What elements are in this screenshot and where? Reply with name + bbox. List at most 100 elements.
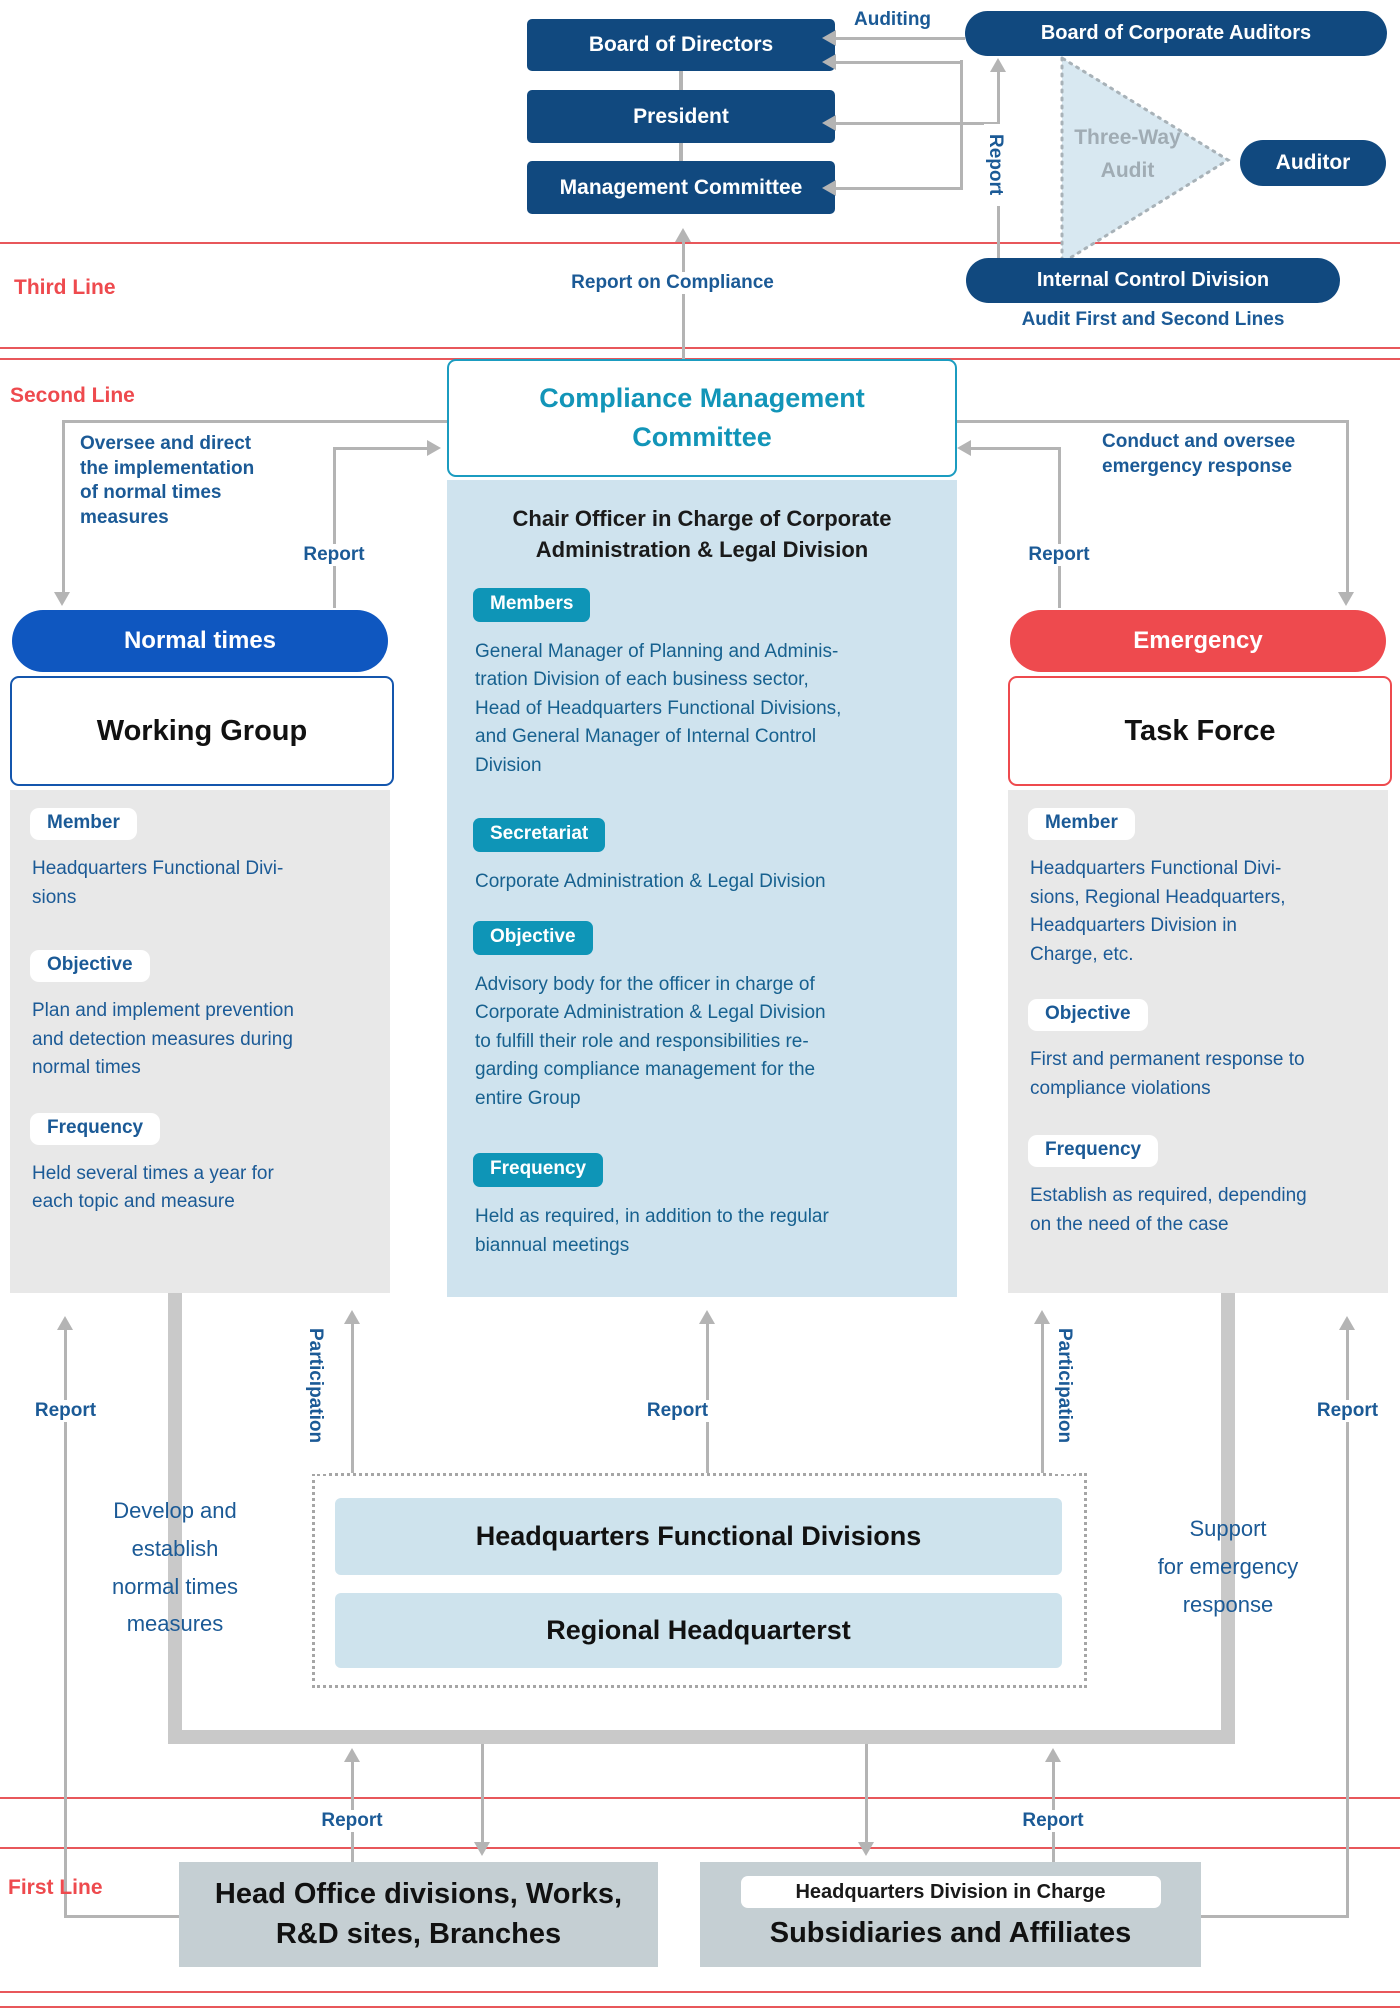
- left-report-line-vertical: [333, 447, 336, 608]
- audit-first-second-lines-label: Audit First and Second Lines: [1021, 309, 1285, 330]
- cmc-frequency-badge: Frequency: [473, 1153, 604, 1188]
- right-report-line-horizontal: [971, 447, 1061, 450]
- tf-objective-text: First and permanent response to complian…: [1030, 1049, 1305, 1099]
- participation-right-line: [1041, 1324, 1044, 1473]
- wg-frequency-badge: Frequency: [30, 1112, 161, 1145]
- regional-headquarters-bar: Regional Headquarterst: [335, 1593, 1062, 1668]
- band-label-second-line: Second Line: [10, 384, 135, 407]
- down-arrow-left-arrowhead: [474, 1842, 490, 1856]
- task-force-box: Task Force: [1008, 676, 1392, 786]
- report-bracket-vertical: [960, 60, 963, 190]
- participation-right-label: Participation: [1053, 1328, 1075, 1474]
- tf-frequency-badge: Frequency: [1028, 1135, 1159, 1167]
- tf-member-badge: Member: [1028, 808, 1135, 840]
- oversee-arrowhead: [54, 592, 70, 606]
- wg-member-text: Headquarters Functional Divi- sions: [32, 858, 284, 908]
- participation-left-line: [351, 1324, 354, 1473]
- wg-objective-text: Plan and implement prevention and detect…: [32, 1000, 294, 1078]
- band-label-third-line: Third Line: [14, 276, 116, 299]
- conduct-arrowhead: [1338, 592, 1354, 606]
- right-report-line-vertical: [1058, 447, 1061, 608]
- cmc-secretariat-badge: Secretariat: [473, 818, 606, 853]
- report-on-compliance-arrowhead: [675, 228, 691, 242]
- normal-times-pill: Normal times: [12, 610, 388, 672]
- subsidiaries-title: Subsidiaries and Affiliates: [769, 1916, 1132, 1949]
- tf-objective-badge: Objective: [1028, 999, 1148, 1031]
- subsidiaries-box: Headquarters Division in Charge Subsidia…: [700, 1862, 1201, 1967]
- down-arrow-right-line: [865, 1744, 868, 1842]
- far-left-report-line-horizontal: [64, 1915, 179, 1918]
- icd-report-label: Report: [984, 124, 1006, 206]
- hq-functional-divisions-bar: Headquarters Functional Divisions: [335, 1498, 1062, 1575]
- cmc-objective-text: Advisory body for the officer in charge …: [475, 973, 826, 1109]
- cmc-objective-badge: Objective: [473, 920, 593, 955]
- report-bracket-h3-arrowhead: [822, 180, 836, 196]
- participation-right-arrowhead: [1034, 1310, 1050, 1324]
- conduct-note: Conduct and oversee emergency response: [1102, 431, 1296, 477]
- auditor-pill: Auditor: [1240, 140, 1386, 186]
- divider-third-second-a: [0, 347, 1400, 349]
- participation-left-arrowhead: [344, 1310, 360, 1324]
- thick-bar-left: [168, 1293, 182, 1744]
- board-of-corporate-auditors-pill: Board of Corporate Auditors: [965, 11, 1387, 56]
- far-right-report-line-vertical: [1346, 1330, 1349, 1915]
- compliance-management-committee-box: Compliance Management Committee: [447, 359, 957, 477]
- far-left-report-arrowhead: [57, 1316, 73, 1330]
- band-label-first-line: First Line: [8, 1876, 103, 1899]
- wg-member-badge: Member: [30, 808, 137, 840]
- divider-second-first-b: [0, 1847, 1400, 1849]
- center-report-arrowhead: [699, 1310, 715, 1324]
- report-bracket-h1: [836, 61, 963, 64]
- right-report-label: Report: [1022, 544, 1096, 566]
- board-of-directors-box: Board of Directors: [527, 19, 835, 71]
- cmc-chair-text: Chair Officer in Charge of Corporate Adm…: [512, 506, 892, 562]
- participation-left-label: Participation: [304, 1328, 326, 1474]
- report-bracket-h2-arrowhead: [822, 115, 836, 131]
- report-bracket-h2: [836, 122, 1000, 125]
- far-right-report-label: Report: [1300, 1400, 1395, 1422]
- auditing-arrow-line: [836, 37, 965, 40]
- thick-bar-bottom: [168, 1730, 1235, 1744]
- internal-control-division-pill: Internal Control Division: [966, 258, 1340, 303]
- working-group-box: Working Group: [10, 676, 394, 786]
- left-report-line-horizontal: [336, 447, 427, 450]
- develop-note: Develop and establish normal times measu…: [112, 1498, 238, 1637]
- tf-frequency-text: Establish as required, depending on the …: [1030, 1185, 1307, 1235]
- report-on-compliance-line: [682, 242, 685, 359]
- left-report-arrowhead: [427, 440, 441, 456]
- left-report-label: Report: [298, 544, 370, 566]
- icd-report-arrowhead: [990, 58, 1006, 72]
- report-bracket-h1-arrowhead: [822, 54, 836, 70]
- oversee-line-horizontal: [62, 420, 447, 423]
- cmc-members-text: General Manager of Planning and Adminis-…: [475, 640, 842, 776]
- down-arrow-right-arrowhead: [858, 1842, 874, 1856]
- wg-frequency-text: Held several times a year for each topic…: [32, 1162, 274, 1213]
- assembly-dashed-box: [312, 1473, 1087, 1688]
- far-left-report-line-vertical: [64, 1330, 67, 1915]
- divider-first-line-bottom-b: [0, 2006, 1400, 2008]
- task-force-panel: Member Headquarters Functional Divi- sio…: [1008, 790, 1388, 1293]
- center-report-line: [706, 1324, 709, 1473]
- connector-bod-president: [679, 71, 683, 90]
- cmc-members-badge: Members: [473, 587, 591, 622]
- oversee-note: Oversee and direct the implementation of…: [80, 433, 255, 529]
- hq-division-in-charge-pill: Headquarters Division in Charge: [740, 1875, 1161, 1908]
- report-bracket-h3: [836, 187, 963, 190]
- cmc-title: Compliance Management Committee: [539, 382, 865, 452]
- oversee-line-vertical: [62, 420, 65, 592]
- far-right-report-arrowhead: [1339, 1316, 1355, 1330]
- cmc-panel: Chair Officer in Charge of Corporate Adm…: [447, 480, 957, 1297]
- far-right-report-line-horizontal: [1201, 1915, 1349, 1918]
- auditing-arrowhead: [822, 30, 836, 46]
- three-way-audit-triangle: [1060, 55, 1231, 266]
- connector-president-mc: [679, 143, 683, 161]
- conduct-line-vertical: [1346, 420, 1349, 592]
- up-report-left-label: Report: [312, 1810, 392, 1832]
- three-way-audit-label: Three-Way Audit: [1074, 126, 1181, 182]
- auditing-label: Auditing: [854, 9, 932, 30]
- up-report-right-label: Report: [1013, 1810, 1093, 1832]
- tf-member-text: Headquarters Functional Divi- sions, Reg…: [1030, 858, 1286, 965]
- down-arrow-left-line: [481, 1744, 484, 1842]
- management-committee-box: Management Committee: [527, 161, 835, 214]
- head-office-box: Head Office divisions, Works, R&D sites,…: [179, 1862, 658, 1967]
